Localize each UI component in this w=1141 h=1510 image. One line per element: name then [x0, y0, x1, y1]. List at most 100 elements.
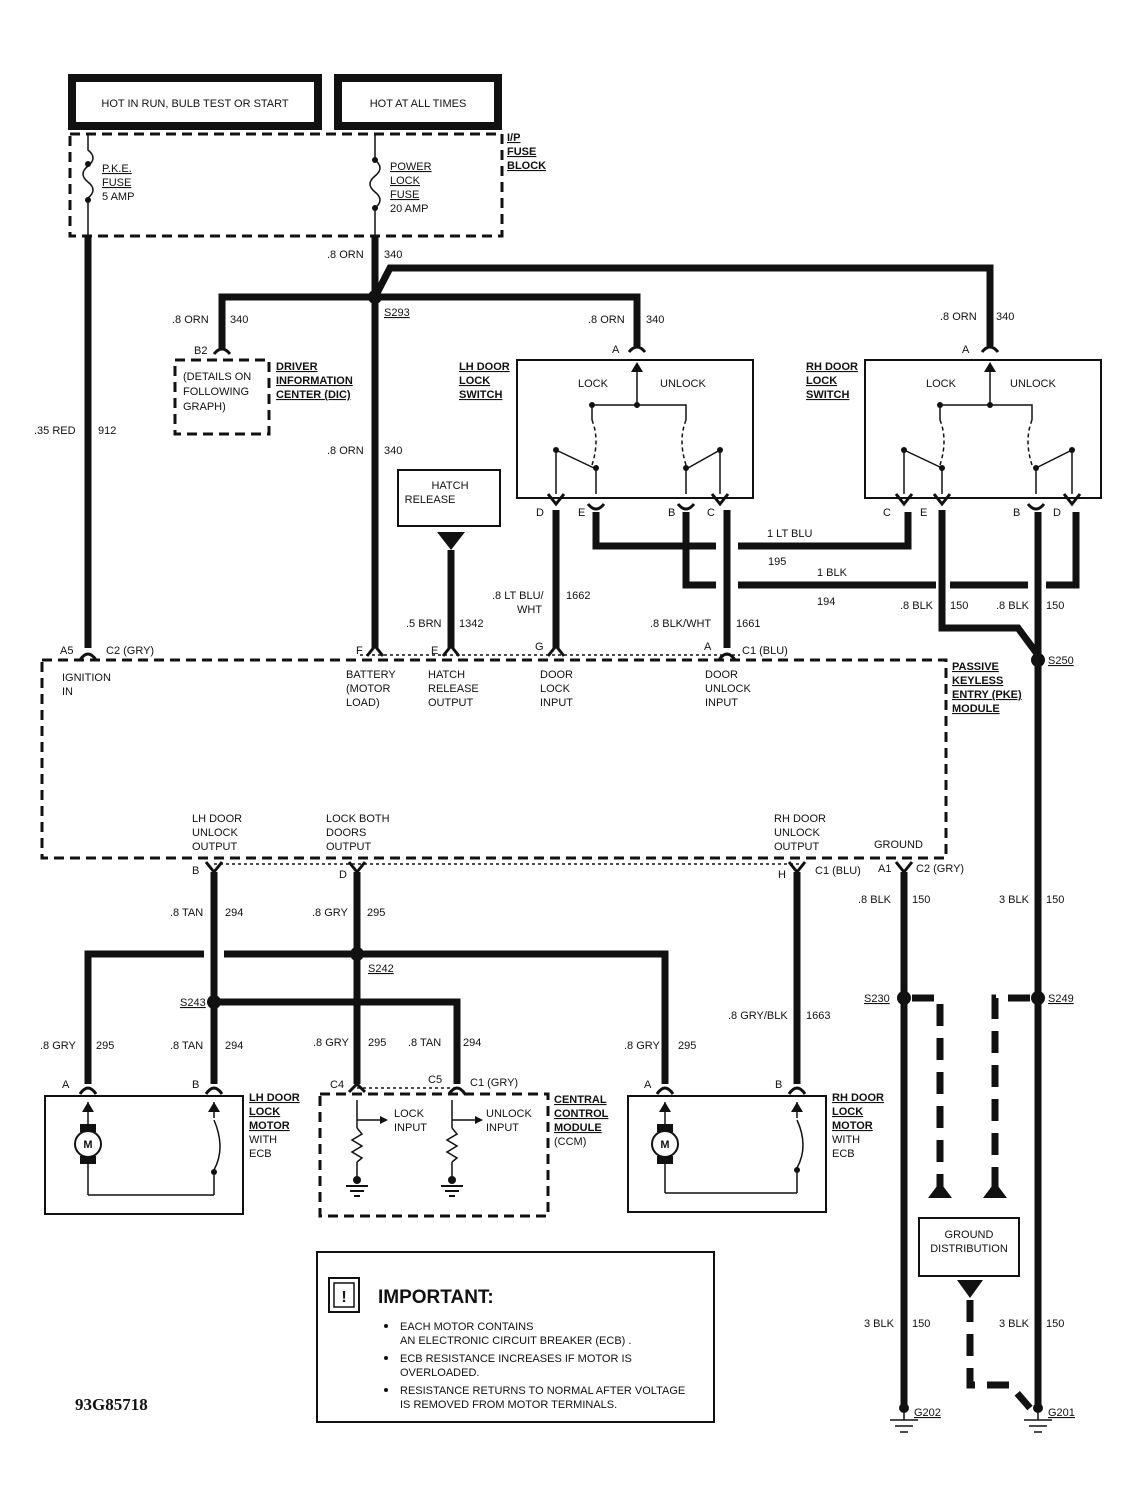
wire-150-color-a: .8 BLK [900, 600, 934, 612]
svg-text:(DETAILS ON: (DETAILS ON [183, 371, 251, 383]
ccm-unlock-input-circuit [441, 1100, 475, 1197]
pke-door-unlock-input: DOOR UNLOCK INPUT [705, 669, 752, 709]
svg-text:BATTERY: BATTERY [346, 669, 396, 681]
hatch-release-arrow [437, 532, 465, 550]
lh-switch-node-6 [634, 402, 640, 408]
svg-text:DOORS: DOORS [326, 827, 366, 839]
ground-g201-label: G201 [1048, 1407, 1075, 1419]
svg-text:INFORMATION: INFORMATION [276, 375, 353, 387]
dic-connector-b2 [212, 347, 232, 355]
lh-motor-brush-top [80, 1124, 96, 1132]
ccm-connector-c1: C1 (GRY) [470, 1077, 518, 1089]
ccm-pins [347, 1081, 467, 1095]
ccm-lock-input-label: LOCK INPUT [394, 1108, 427, 1134]
svg-text:BLOCK: BLOCK [507, 160, 546, 172]
lh-switch-node-1 [553, 447, 559, 453]
wire-150-circuit-c: 150 [912, 894, 930, 906]
svg-text:IGNITION: IGNITION [62, 672, 111, 684]
ground-distribution-box [918, 1217, 1020, 1277]
wire-195-left [592, 512, 716, 550]
dic-box [173, 358, 271, 436]
svg-text:LOCK: LOCK [249, 1106, 280, 1118]
wire-295-color-d: .8 GRY [624, 1040, 661, 1052]
ground-g202-label: G202 [914, 1407, 941, 1419]
pke-pin-g: G [535, 641, 544, 653]
rh-switch-unlock-label: UNLOCK [1010, 378, 1057, 390]
lh-pin-e: E [578, 507, 585, 519]
wire-1662-circuit: 1662 [566, 590, 590, 602]
svg-text:LOCK: LOCK [832, 1106, 863, 1118]
svg-text:IS REMOVED FROM MOTOR TERMINAL: IS REMOVED FROM MOTOR TERMINALS. [400, 1399, 617, 1411]
hot-in-run-box: HOT IN RUN, BULB TEST OR START [68, 74, 322, 130]
wire-295-color-b: .8 GRY [40, 1040, 77, 1052]
wire-150-color-e: 3 BLK [864, 1318, 895, 1330]
svg-text:LH DOOR: LH DOOR [249, 1092, 300, 1104]
rh-motor-pin-a: A [644, 1079, 652, 1091]
splice-s242 [350, 947, 364, 961]
power-lock-fuse-symbol [369, 134, 381, 236]
pke-pin-f: F [356, 645, 363, 657]
splice-s243-label: S243 [180, 997, 206, 1009]
svg-text:P.K.E.: P.K.E. [102, 163, 132, 175]
ground-dist-arrow-left [928, 1182, 952, 1198]
wire-340-circuit-e: 340 [996, 311, 1014, 323]
pke-pin-h: H [778, 869, 786, 881]
wire-912-color: .35 RED [34, 425, 76, 437]
pke-connector-c2-bottom: C2 (GRY) [916, 863, 964, 875]
svg-text:LH DOOR: LH DOOR [192, 813, 242, 825]
svg-text:UNLOCK: UNLOCK [774, 827, 821, 839]
rh-motor-pins [655, 1086, 807, 1095]
ground-dist-to-g201 [966, 1300, 1033, 1411]
wire-294-ccm [214, 998, 461, 1084]
svg-text:FOLLOWING: FOLLOWING [183, 386, 249, 398]
splice-s230 [897, 991, 911, 1005]
lh-motor-m: M [83, 1139, 92, 1151]
wire-340-color-b: .8 ORN [327, 445, 364, 457]
wire-340-color-e: .8 ORN [940, 311, 977, 323]
important-note-1: EACH MOTOR CONTAINS AN ELECTRONIC CIRCUI… [384, 1321, 631, 1347]
rh-door-lock-switch-box [864, 359, 1102, 499]
ccm-lock-arrow [380, 1116, 388, 1124]
wire-1662-color-2: WHT [517, 604, 542, 616]
wire-340-color-a: .8 ORN [327, 249, 364, 261]
svg-text:MOTOR: MOTOR [249, 1120, 290, 1132]
pke-battery-motor-load: BATTERY (MOTOR LOAD) [346, 669, 396, 709]
rh-motor-arrow-b [791, 1102, 803, 1112]
ccm-unlock-ground-node [448, 1176, 456, 1184]
hatch-release-box [397, 469, 501, 527]
svg-text:OVERLOADED.: OVERLOADED. [400, 1367, 479, 1379]
svg-text:ENTRY (PKE): ENTRY (PKE) [952, 689, 1022, 701]
wire-195-right [738, 512, 912, 550]
svg-text:I/P: I/P [507, 132, 520, 144]
warning-icon: ! [328, 1277, 360, 1313]
svg-text:WITH: WITH [832, 1134, 860, 1146]
pke-lh-door-unlock-output: LH DOOR UNLOCK OUTPUT [192, 813, 242, 853]
rh-pin-c: C [883, 507, 891, 519]
svg-text:GROUND: GROUND [945, 1229, 994, 1241]
wire-1663-color: .8 GRY/BLK [728, 1010, 788, 1022]
lh-switch-lock-label: LOCK [578, 378, 609, 390]
wire-194-left [682, 512, 716, 589]
rh-switch-node-3 [1033, 465, 1039, 471]
lh-switch-contacts [555, 372, 721, 494]
splice-s230-label: S230 [864, 993, 890, 1005]
ground-dist-feed-left [912, 994, 944, 1195]
rh-switch-pin-a [980, 345, 1000, 353]
lh-switch-node-3 [683, 465, 689, 471]
wire-294-color-b: .8 TAN [170, 1040, 203, 1052]
svg-text:RH DOOR: RH DOOR [832, 1092, 884, 1104]
lh-pin-c: C [707, 507, 715, 519]
important-note-box [316, 1251, 715, 1423]
ccm-unlock-input-label: UNLOCK INPUT [486, 1108, 533, 1134]
lh-motor-arrow-a [82, 1102, 94, 1112]
lh-ecb-node [211, 1169, 217, 1175]
pke-pin-e: E [431, 645, 438, 657]
rh-pin-b: B [1013, 507, 1020, 519]
wire-150-rh-e [938, 510, 1041, 658]
wire-150-circuit-e: 150 [912, 1318, 930, 1330]
hatch-release-label: HATCH RELEASE [405, 480, 469, 506]
lh-switch-node-2 [593, 465, 599, 471]
rh-motor-icon [651, 1130, 679, 1158]
pke-top-pins [78, 643, 737, 661]
ccm-box [318, 1092, 550, 1218]
